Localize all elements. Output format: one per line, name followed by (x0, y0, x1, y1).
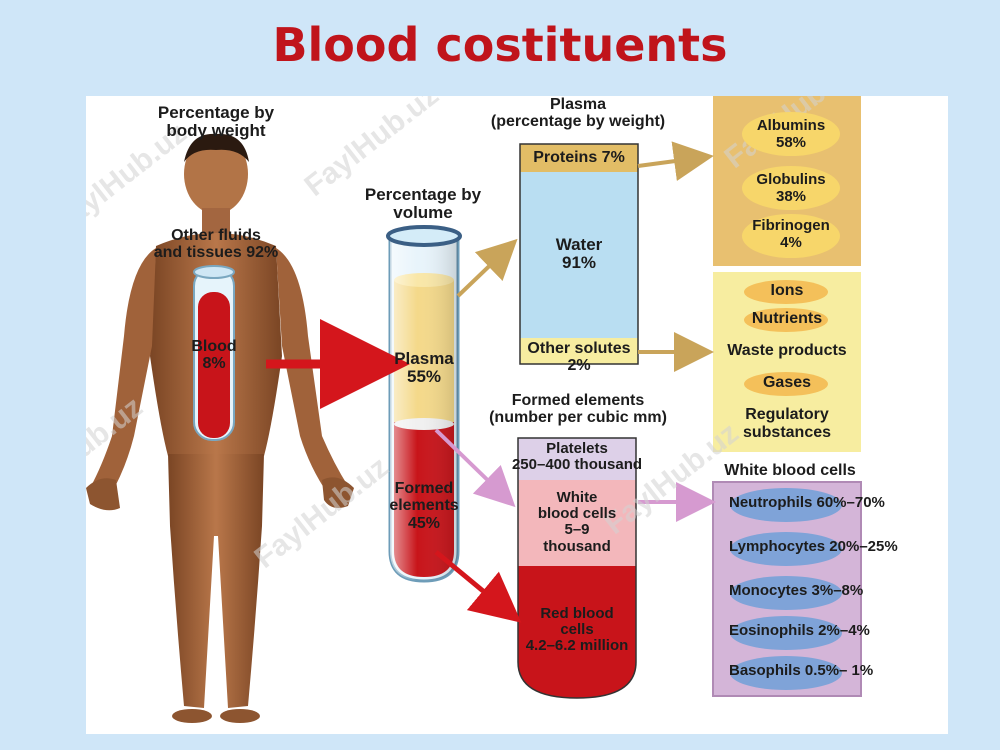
wbc-item-monocytes: Monocytes 3%–8% (729, 582, 864, 599)
arrow-tube-to-plasma (456, 238, 518, 298)
body-weight-heading: Percentage by body weight (157, 103, 275, 141)
solute-item-ions: Ions (770, 282, 804, 299)
formed-elements-bar (517, 437, 637, 699)
protein-item-albumins: Albumins 58% (756, 117, 826, 151)
arrow-proteins (637, 141, 714, 181)
wbc-item-lymphocytes: Lymphocytes 20%–25% (729, 538, 898, 555)
protein-item-fibrinogen: Fibrinogen 4% (752, 217, 830, 251)
diagram-panel: FaylHub.uz FaylHub.uz FaylHub.uz FaylHub… (86, 96, 948, 734)
plasma-bar (519, 143, 639, 365)
wbc-heading: White blood cells (724, 462, 856, 479)
formed-heading: Formed elements (number per cubic mm) (489, 392, 667, 427)
solute-oval (744, 280, 828, 304)
wbc-oval (730, 616, 842, 650)
wbc-oval (730, 532, 842, 566)
solute-item-gases: Gases (762, 374, 812, 391)
solute-oval (744, 372, 828, 396)
protein-oval (742, 112, 840, 156)
plasma-label: Plasma 55% (394, 349, 454, 387)
blood-label: Blood 8% (191, 338, 237, 373)
arrow-tube-to-platelets (434, 428, 516, 508)
solute-item-regulatory: Regulatory substances (742, 406, 832, 441)
rbc-label: Red blood cells 4.2–6.2 million (525, 605, 629, 655)
plasma-heading: Plasma (percentage by weight) (490, 96, 666, 131)
formed-elements-label: Formed elements 45% (389, 480, 459, 532)
wbc-label: White blood cells 5–9 thousand (537, 489, 617, 555)
wbc-item-eosinophils: Eosinophils 2%–4% (729, 622, 870, 639)
body-blood-tube (193, 265, 235, 441)
wbc-oval (730, 488, 842, 522)
solute-item-nutrients: Nutrients (751, 310, 823, 327)
other-fluids-label: Other fluids and tissues 92% (153, 227, 279, 262)
protein-item-globulins: Globulins 38% (756, 171, 826, 205)
other-solutes-label: Other solutes 2% (527, 340, 631, 375)
volume-heading: Percentage by volume (364, 185, 482, 223)
solute-oval (744, 308, 828, 332)
page-title: Blood costituents (272, 18, 728, 72)
proteins-label: Proteins 7% (533, 149, 625, 166)
protein-oval (742, 214, 840, 258)
water-label: Water 91% (555, 235, 603, 273)
arrow-tube-to-rbc (434, 550, 522, 623)
solute-item-waste: Waste products (727, 342, 847, 359)
wbc-item-neutrophils: Neutrophils 60%–70% (729, 494, 885, 511)
protein-oval (742, 166, 840, 210)
wbc-oval (730, 576, 842, 610)
wbc-item-basophils: Basophils 0.5%– 1% (729, 662, 874, 679)
platelets-label: Platelets 250–400 thousand (511, 440, 643, 474)
wbc-oval (730, 656, 842, 690)
